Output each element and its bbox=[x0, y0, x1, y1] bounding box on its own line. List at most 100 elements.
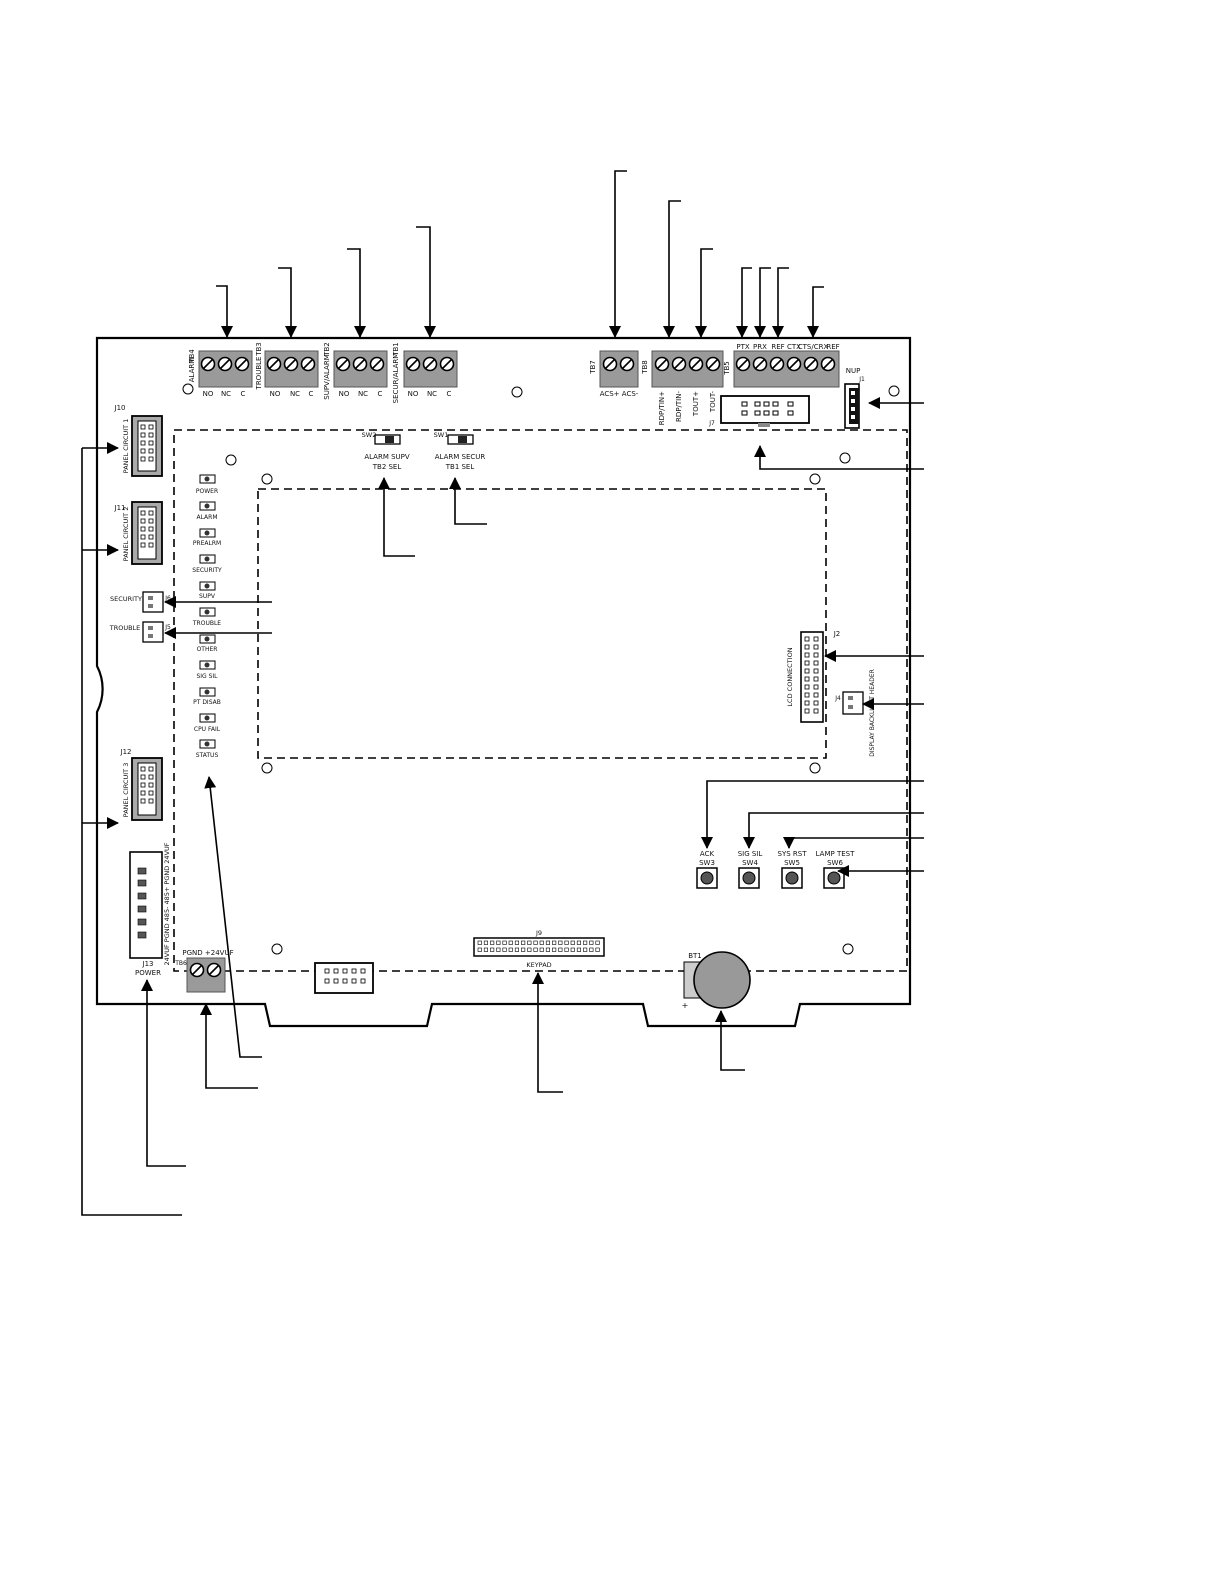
tb1-term-c: C bbox=[447, 390, 452, 398]
led-status-label: STATUS bbox=[196, 752, 219, 759]
j9-pin bbox=[539, 947, 544, 952]
sw2-line1: ALARM SUPV bbox=[364, 453, 410, 461]
j12-id: J12 bbox=[120, 748, 132, 756]
tb5-term-cts-crx: CTS/CRX bbox=[798, 343, 829, 351]
j9-pin bbox=[558, 940, 563, 945]
tb4-function: ALARM bbox=[188, 358, 196, 383]
led-sig-sil-label: SIG SIL bbox=[196, 673, 218, 680]
tb5-term-ptx: PTX bbox=[736, 343, 749, 351]
j9-id: J9 bbox=[535, 929, 542, 937]
tb3-id: TB3 bbox=[255, 342, 263, 357]
led-alarm: ALARM bbox=[196, 501, 218, 521]
led-supv-label: SUPV bbox=[199, 593, 216, 600]
j11-label: PANEL CIRCUIT 2 bbox=[122, 507, 130, 562]
j13-id: J13 bbox=[142, 960, 154, 968]
tb6-terms: PGND +24VUF bbox=[182, 949, 233, 957]
connector-j11: J11 PANEL CIRCUIT 2 bbox=[114, 501, 163, 565]
j9-pin bbox=[589, 947, 594, 952]
j9-pin bbox=[496, 947, 501, 952]
switch-sw1: SW1 ALARM SECUR TB1 SEL bbox=[434, 431, 486, 471]
j9-pin bbox=[564, 947, 569, 952]
j9-pin bbox=[483, 940, 489, 945]
led-power-label: POWER bbox=[196, 488, 218, 495]
tb7-terms: ACS+ ACS- bbox=[600, 390, 639, 398]
j9-pin bbox=[514, 947, 520, 952]
j9-pin bbox=[521, 940, 526, 945]
terminal-block-tb1: TB1 SECUR/ALARM NO NC C bbox=[392, 342, 458, 403]
tb5-term-ctx: CTX bbox=[787, 343, 801, 351]
led-alarm-label: ALARM bbox=[196, 514, 217, 521]
terminal-block-tb8: TB8 RDP/TIN+ RDP/TIN- TOUT+ TOUT- bbox=[641, 350, 724, 425]
tb6-id: TB6 bbox=[174, 960, 187, 967]
led-security-label: SECURITY bbox=[192, 567, 222, 574]
tb2-function: SUPV/ALARM bbox=[323, 354, 331, 399]
j9-pin bbox=[558, 947, 563, 952]
j9-pin bbox=[490, 947, 495, 952]
j10-label: PANEL CIRCUIT 1 bbox=[122, 419, 130, 474]
connector-j12: J12 PANEL CIRCUIT 3 bbox=[120, 748, 163, 821]
connector-j9: J9 KEYPAD bbox=[473, 929, 605, 969]
j9-pin bbox=[589, 940, 594, 945]
terminal-block-tb4: TB4 ALARM NO NC C bbox=[188, 349, 253, 398]
j9-pin bbox=[477, 940, 482, 945]
led-prealrm: PREALRM bbox=[193, 528, 221, 547]
button-sw5: SYS RST SW5 bbox=[778, 850, 808, 889]
connector-j13: 24VUF PGND 485- 485+ PGND 24VUF J13 POWE… bbox=[129, 842, 171, 977]
j9-pin bbox=[545, 940, 551, 945]
button-sw3: ACK SW3 bbox=[696, 850, 718, 889]
tb2-id: TB2 bbox=[323, 342, 331, 357]
j13-pins: 24VUF PGND 485- 485+ PGND 24VUF bbox=[163, 842, 171, 965]
j9-pin bbox=[595, 947, 600, 952]
led-pt-disab: PT DISAB bbox=[193, 687, 221, 706]
j9-pin bbox=[527, 947, 532, 952]
j9-pin bbox=[583, 940, 588, 945]
tb5-term-ref-2: REF bbox=[826, 343, 839, 351]
terminal-block-tb3: TB3 TROUBLE NO NC C bbox=[255, 342, 319, 398]
sw1-line2: TB1 SEL bbox=[445, 463, 475, 471]
j9-pin bbox=[570, 940, 575, 945]
tb8-term-rdp-tin-plus: RDP/TIN+ bbox=[658, 391, 666, 425]
connector-j6: SECURITY J6 bbox=[110, 591, 171, 613]
j6-id: J6 bbox=[164, 595, 171, 602]
j11-id: J11 bbox=[114, 504, 126, 512]
led-trouble-label: TROUBLE bbox=[192, 620, 221, 627]
led-trouble: TROUBLE bbox=[192, 607, 221, 627]
connector-j2: J2 LCD CONNECTION bbox=[786, 630, 840, 723]
j4-label: DISPLAY BACKLIGHT HEADER bbox=[869, 669, 876, 757]
led-other-label: OTHER bbox=[197, 646, 218, 653]
tb1-term-nc: NC bbox=[427, 390, 437, 398]
tb4-term-no: NO bbox=[203, 390, 214, 398]
j9-pin bbox=[477, 947, 482, 952]
j9-pin bbox=[508, 947, 513, 952]
sw4-label: SIG SIL bbox=[738, 850, 763, 858]
j9-pin bbox=[595, 940, 600, 945]
sw2-id: SW2 bbox=[362, 431, 377, 439]
j9-pin bbox=[552, 940, 557, 945]
bt1-polarity: + bbox=[682, 1001, 689, 1010]
bottom-header-connector bbox=[314, 962, 374, 994]
tb5-term-prx: PRX bbox=[753, 343, 767, 351]
j9-pin bbox=[576, 947, 582, 952]
tb8-id: TB8 bbox=[641, 360, 649, 375]
led-status: STATUS bbox=[196, 739, 219, 759]
j10-id: J10 bbox=[114, 404, 126, 412]
j5-label: TROUBLE bbox=[109, 624, 141, 632]
led-power: POWER bbox=[196, 474, 218, 495]
tb5-id: TB5 bbox=[723, 361, 731, 376]
sw5-label: SYS RST bbox=[778, 850, 808, 858]
j9-pin bbox=[533, 940, 538, 945]
j9-pin bbox=[564, 940, 569, 945]
j9-pin bbox=[496, 940, 501, 945]
tb1-term-no: NO bbox=[408, 390, 419, 398]
j13-label: POWER bbox=[135, 969, 161, 977]
j9-pin bbox=[570, 947, 575, 952]
sw3-label: ACK bbox=[700, 850, 715, 858]
tb3-term-nc: NC bbox=[290, 390, 300, 398]
tb1-id: TB1 bbox=[392, 342, 400, 357]
j5-id: J5 bbox=[164, 624, 171, 631]
tb3-function: TROUBLE bbox=[255, 357, 263, 391]
j9-pin bbox=[552, 947, 557, 952]
j9-pin bbox=[483, 947, 489, 952]
tb4-term-c: C bbox=[241, 390, 246, 398]
